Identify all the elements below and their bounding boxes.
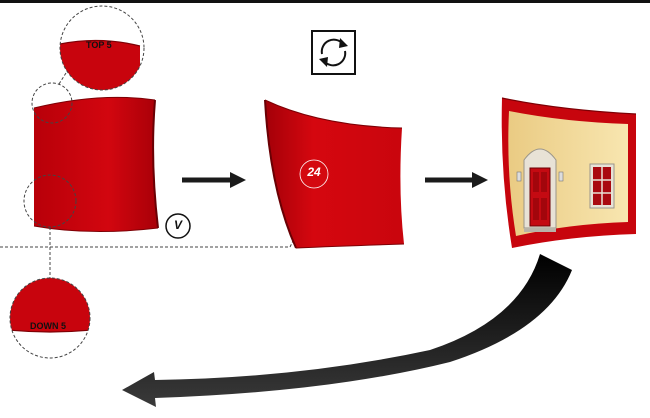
- curve-value-label: 24: [307, 165, 321, 179]
- top-edge-marker: [31, 82, 73, 124]
- v-marker: [165, 213, 191, 239]
- top-zoom-lens: [59, 5, 145, 91]
- v-marker-label: V: [173, 218, 182, 232]
- curve-value-badge: [299, 159, 329, 189]
- bottom-zoom-label: DOWN 5: [30, 321, 66, 331]
- bottom-zoom-lens: [9, 277, 91, 359]
- curved-sheet-input: [33, 96, 159, 233]
- curved-sheet-bent: [264, 99, 405, 249]
- top-zoom-label: TOP 5: [86, 40, 112, 50]
- arrow-right-icon: [425, 172, 488, 188]
- return-arrow-icon: [122, 254, 572, 407]
- top-zoom-leader: [58, 72, 67, 85]
- top-rule: [0, 0, 650, 3]
- rotate-icon[interactable]: [311, 30, 356, 75]
- facade-result: [501, 97, 637, 248]
- arrow-right-icon: [182, 172, 246, 188]
